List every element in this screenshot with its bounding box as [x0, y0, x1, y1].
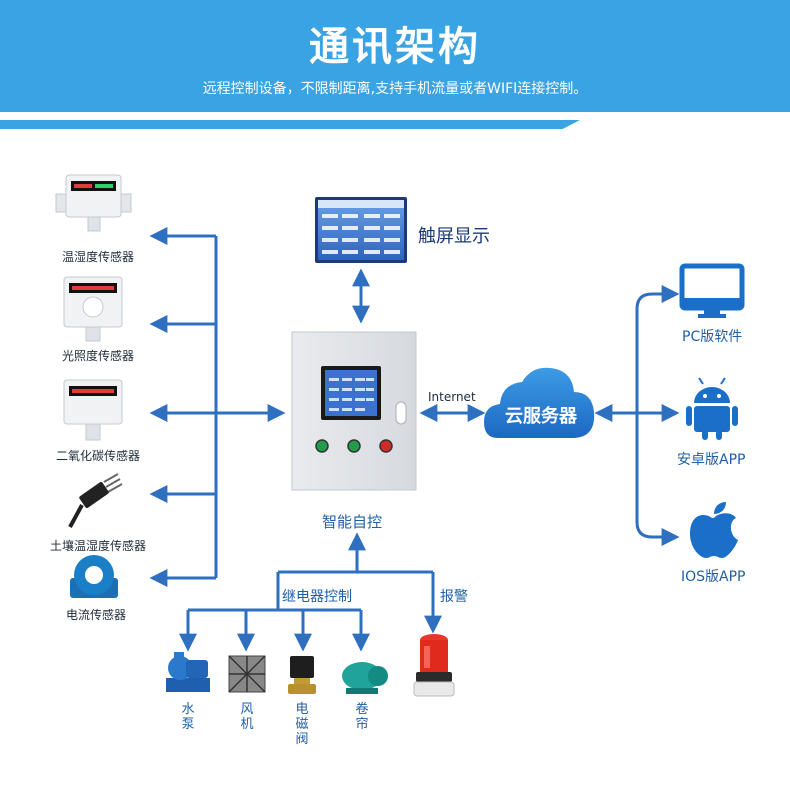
touchscreen-label: 触屏显示 [418, 226, 490, 247]
sensor-label-temp-humidity: 温湿度传感器 [62, 250, 135, 264]
fan-icon [228, 655, 266, 693]
header-stripe [0, 120, 580, 129]
current-sensor-icon [70, 555, 118, 598]
sensor-label-light: 光照度传感器 [62, 349, 135, 363]
page-title: 通讯架构 [309, 24, 481, 70]
relay-tree [179, 532, 442, 652]
alarm-label: 报警 [440, 589, 468, 605]
water-pump-icon [166, 652, 210, 692]
header-banner: 通讯架构 远程控制设备，不限制距离,支持手机流量或者WIFI连接控制。 [0, 0, 790, 112]
client-links [594, 285, 680, 546]
cloud-server-icon [484, 367, 595, 438]
android-icon [686, 377, 738, 440]
page-subtitle: 远程控制设备，不限制距离,支持手机流量或者WIFI连接控制。 [202, 81, 588, 97]
sensor-bus [149, 227, 286, 587]
alarm-light-icon [413, 634, 455, 697]
device-label-curtain: 卷帘 [355, 702, 369, 732]
sensor-label-soil: 土壤温湿度传感器 [50, 539, 147, 553]
client-label-ios: IOS版APP [681, 569, 746, 585]
internet-label: Internet [428, 390, 476, 404]
monitor-icon [679, 263, 745, 318]
client-label-android: 安卓版APP [677, 452, 746, 468]
co2-sensor-icon [63, 379, 123, 441]
relay-label: 继电器控制 [282, 589, 352, 605]
sensor-label-current: 电流传感器 [66, 608, 127, 622]
temp-humidity-sensor-icon [55, 174, 132, 232]
device-label-fan: 风机 [240, 702, 254, 732]
soil-sensor-icon [68, 473, 123, 528]
roller-motor-icon [342, 662, 388, 694]
controller-label: 智能自控 [322, 513, 383, 531]
sensor-label-co2: 二氧化碳传感器 [56, 449, 141, 463]
device-label-pump: 水泵 [181, 702, 195, 732]
apple-icon [690, 502, 738, 558]
touchscreen-icon [315, 197, 407, 263]
device-label-valve: 电磁阀 [295, 702, 309, 747]
solenoid-valve-icon [288, 656, 316, 694]
client-label-pc: PC版软件 [682, 329, 743, 345]
control-cabinet-icon [291, 331, 417, 491]
cloud-label: 云服务器 [505, 405, 578, 427]
light-sensor-icon [63, 276, 123, 342]
